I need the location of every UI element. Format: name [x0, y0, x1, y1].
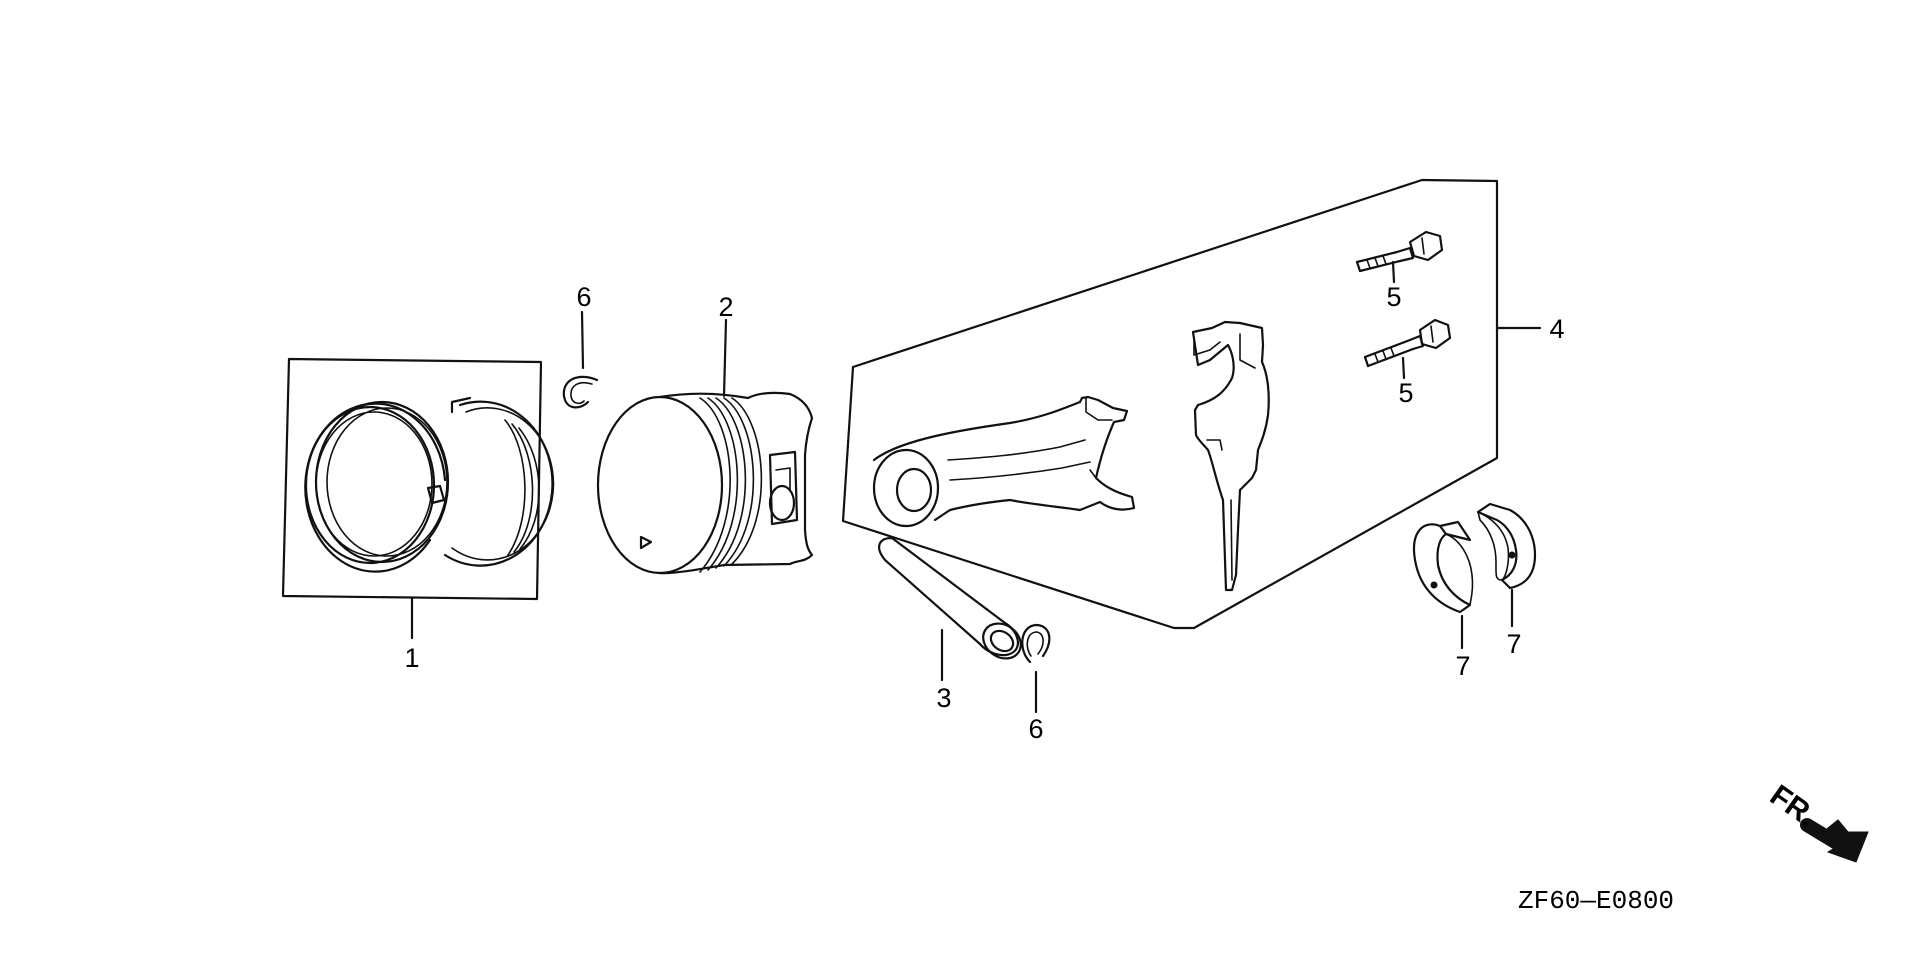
piston-ring-set: [281, 357, 555, 640]
callout-5-lower: 5: [1398, 378, 1413, 408]
callout-6-upper: 6: [576, 282, 591, 312]
callout-3: 3: [936, 683, 951, 713]
callout-4: 4: [1549, 314, 1564, 344]
connecting-rod-bolt-upper: [1355, 230, 1444, 284]
piston-pin-clip-upper: [562, 310, 599, 409]
callout-5-upper: 5: [1386, 282, 1401, 312]
connecting-rod-cap-with-dipper: [1191, 320, 1270, 592]
callout-1: 1: [404, 643, 419, 673]
connecting-rod: [872, 395, 1136, 528]
rod-bearing-half-right: [1476, 502, 1537, 628]
piston-pin-clip-lower: [1021, 623, 1051, 714]
connecting-rod-bolt-lower: [1363, 318, 1452, 380]
piston-pin: [878, 536, 1022, 682]
piston: [596, 318, 814, 575]
callout-6-lower: 6: [1028, 714, 1043, 744]
callout-7-left: 7: [1455, 651, 1470, 681]
rod-bearing-half-left: [1412, 520, 1474, 650]
diagram-code: ZF60—E0800: [1518, 886, 1674, 916]
callout-7-right: 7: [1506, 629, 1521, 659]
connecting-rod-assembly-box: [841, 178, 1542, 630]
callout-2: 2: [718, 292, 733, 322]
front-direction-arrow-icon: [1800, 818, 1869, 863]
